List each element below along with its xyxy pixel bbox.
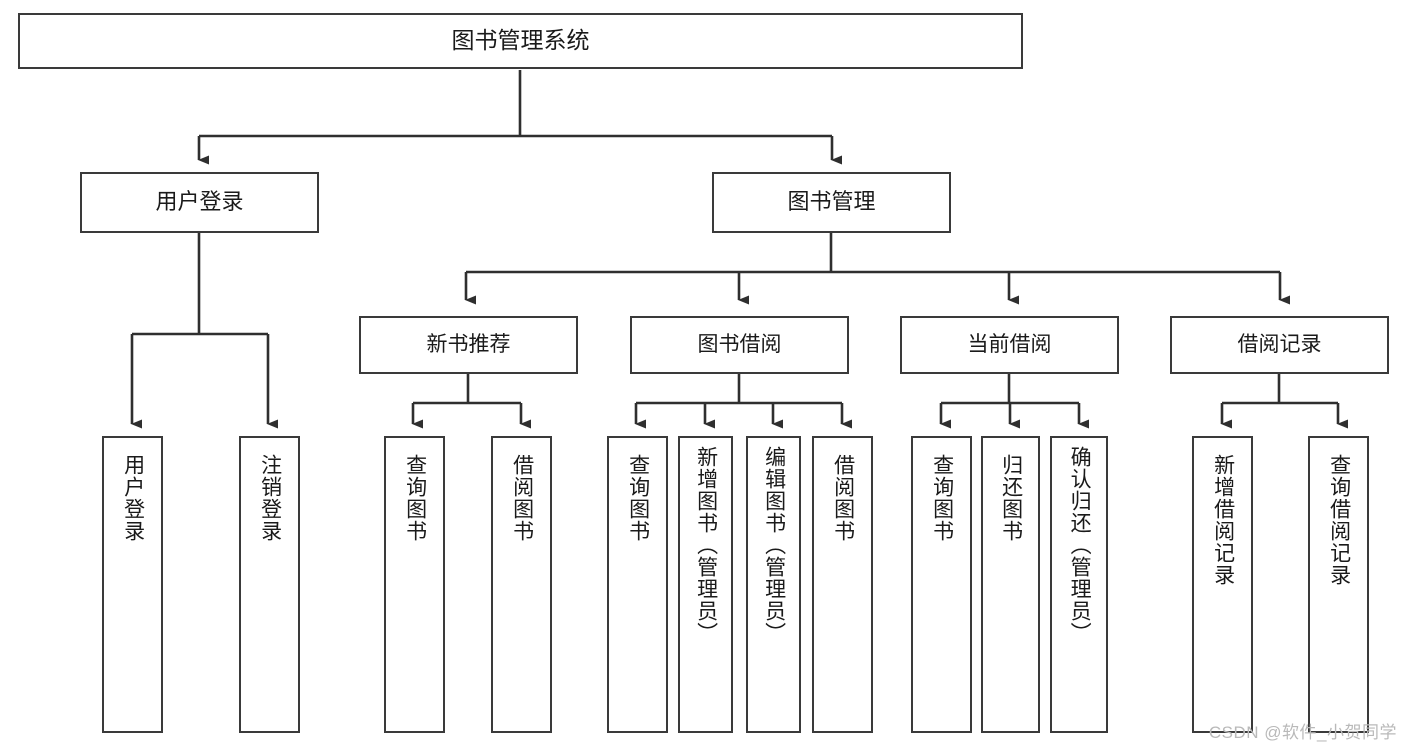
node-book-manage[interactable]: 图书管理 bbox=[712, 172, 951, 233]
node-user-login[interactable]: 用户登录 bbox=[80, 172, 319, 233]
node-new-book-recommend-label: 新书推荐 bbox=[426, 333, 511, 357]
node-leaf-query-book-rec[interactable]: 查询图书 bbox=[384, 436, 445, 733]
node-leaf-logout-label: 注销登录 bbox=[258, 454, 282, 542]
node-leaf-borrow-book-borrow-label: 借阅图书 bbox=[831, 454, 855, 542]
node-root[interactable]: 图书管理系统 bbox=[18, 13, 1023, 69]
node-leaf-confirm-return-admin-label: 确认归还（管理员） bbox=[1068, 446, 1092, 644]
node-user-login-label: 用户登录 bbox=[155, 189, 244, 215]
node-leaf-return-book-label: 归还图书 bbox=[999, 454, 1023, 542]
node-leaf-edit-book-admin-label: 编辑图书（管理员） bbox=[762, 446, 786, 644]
node-leaf-add-book-admin-label: 新增图书（管理员） bbox=[694, 446, 718, 644]
node-leaf-add-borrow-record[interactable]: 新增借阅记录 bbox=[1192, 436, 1253, 733]
node-leaf-query-borrow-record[interactable]: 查询借阅记录 bbox=[1308, 436, 1369, 733]
node-current-borrow-label: 当前借阅 bbox=[967, 333, 1052, 357]
node-leaf-borrow-book-rec[interactable]: 借阅图书 bbox=[491, 436, 552, 733]
watermark-text: CSDN @软件_小贺同学 bbox=[1208, 723, 1397, 742]
node-leaf-return-book[interactable]: 归还图书 bbox=[981, 436, 1040, 733]
node-new-book-recommend[interactable]: 新书推荐 bbox=[359, 316, 578, 374]
node-leaf-edit-book-admin[interactable]: 编辑图书（管理员） bbox=[746, 436, 801, 733]
node-book-borrow[interactable]: 图书借阅 bbox=[630, 316, 849, 374]
node-leaf-query-book-current-label: 查询图书 bbox=[930, 454, 954, 542]
node-leaf-logout[interactable]: 注销登录 bbox=[239, 436, 300, 733]
node-leaf-add-book-admin[interactable]: 新增图书（管理员） bbox=[678, 436, 733, 733]
node-leaf-query-book-rec-label: 查询图书 bbox=[403, 454, 427, 542]
node-leaf-query-book-borrow-label: 查询图书 bbox=[626, 454, 650, 542]
node-leaf-query-borrow-record-label: 查询借阅记录 bbox=[1327, 454, 1351, 586]
node-current-borrow[interactable]: 当前借阅 bbox=[900, 316, 1119, 374]
node-book-borrow-label: 图书借阅 bbox=[697, 333, 782, 357]
node-leaf-confirm-return-admin[interactable]: 确认归还（管理员） bbox=[1050, 436, 1108, 733]
node-borrow-record-label: 借阅记录 bbox=[1237, 333, 1322, 357]
node-leaf-user-login-label: 用户登录 bbox=[121, 454, 145, 542]
node-leaf-user-login[interactable]: 用户登录 bbox=[102, 436, 163, 733]
node-book-manage-label: 图书管理 bbox=[787, 189, 876, 215]
node-leaf-query-book-current[interactable]: 查询图书 bbox=[911, 436, 972, 733]
node-leaf-borrow-book-rec-label: 借阅图书 bbox=[510, 454, 534, 542]
node-root-label: 图书管理系统 bbox=[451, 27, 590, 54]
node-borrow-record[interactable]: 借阅记录 bbox=[1170, 316, 1389, 374]
node-leaf-borrow-book-borrow[interactable]: 借阅图书 bbox=[812, 436, 873, 733]
node-leaf-query-book-borrow[interactable]: 查询图书 bbox=[607, 436, 668, 733]
node-leaf-add-borrow-record-label: 新增借阅记录 bbox=[1211, 454, 1235, 586]
